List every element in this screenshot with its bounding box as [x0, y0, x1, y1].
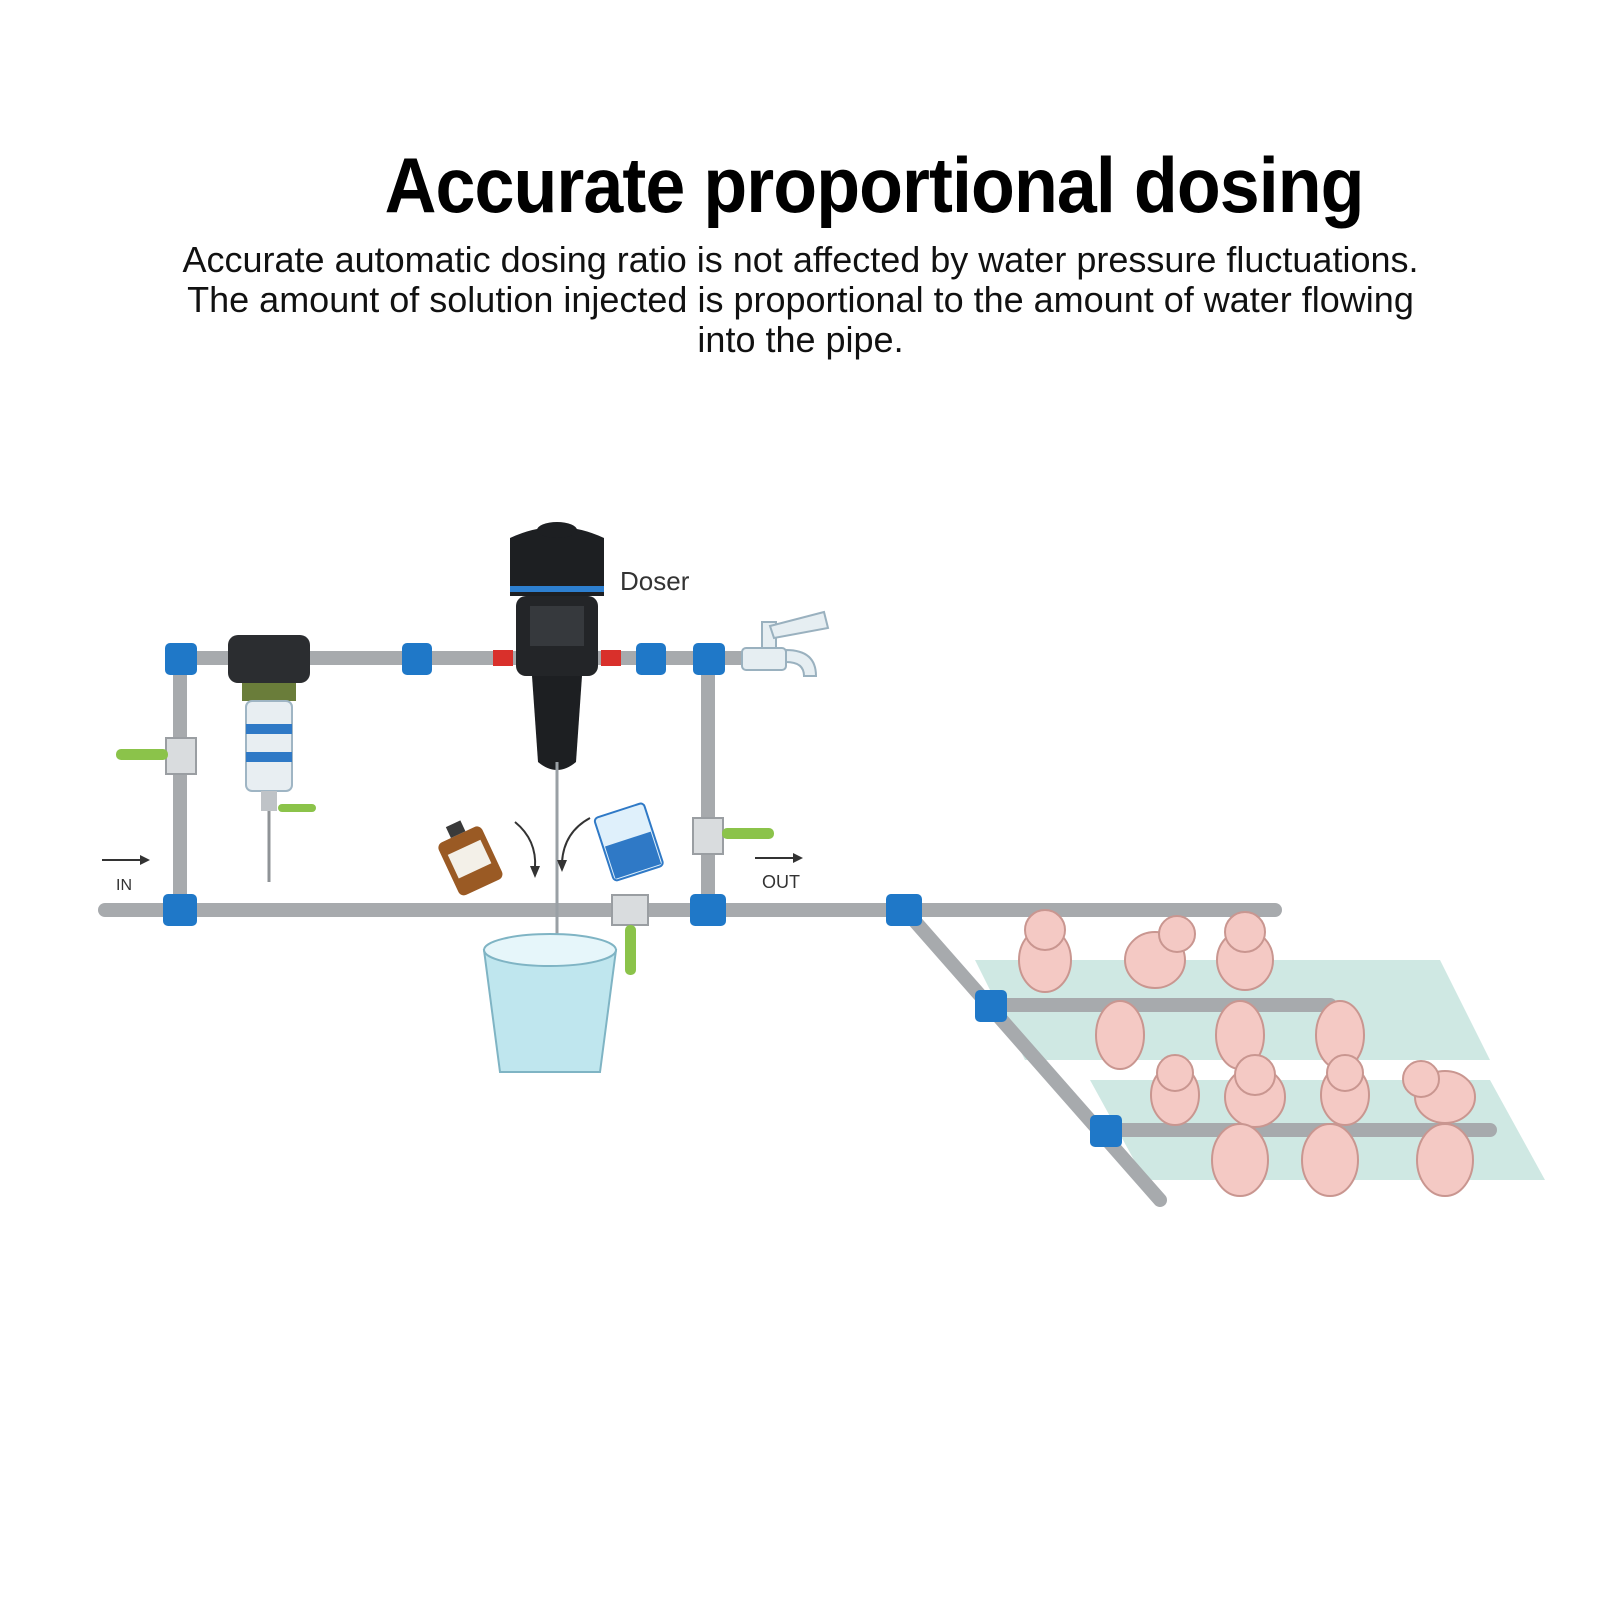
- outlet-label: OUT: [762, 872, 800, 892]
- faucet-icon: [741, 610, 830, 677]
- pig-icon: [1416, 1123, 1474, 1197]
- valve-right: [692, 817, 774, 855]
- description-line-1: Accurate automatic dosing ratio is not a…: [182, 239, 1419, 280]
- pig-icon: [1216, 911, 1274, 991]
- chemical-bottle-icon: [438, 820, 503, 896]
- description-line-3: into the pipe.: [697, 319, 904, 360]
- pig-icon: [1320, 1054, 1370, 1126]
- pig-icon: [1224, 1054, 1286, 1128]
- flow-out-arrow-icon: [755, 853, 803, 863]
- valve-left: [116, 737, 197, 775]
- pipe-fittings: [163, 643, 1122, 1147]
- page-title: Accurate proportional dosing: [384, 141, 1365, 229]
- description-text: Accurate automatic dosing ratio is not a…: [40, 240, 1561, 360]
- pig-icon: [1301, 1123, 1359, 1197]
- doser-icon: [493, 522, 621, 955]
- inlet-label: IN: [116, 877, 132, 894]
- pig-icon: [1124, 915, 1196, 989]
- bucket-icon: [482, 933, 618, 1073]
- pour-arrow-left-icon: [514, 821, 537, 869]
- filter-unit: [228, 635, 316, 882]
- pig-icon: [1402, 1060, 1476, 1124]
- pig-group: [1018, 909, 1476, 1197]
- description-line-2: The amount of solution injected is propo…: [187, 279, 1414, 320]
- measuring-jug-icon: [593, 802, 664, 882]
- pour-arrow-right-icon: [561, 817, 591, 863]
- flow-in-arrow-icon: [102, 855, 150, 865]
- pig-icon: [1150, 1054, 1200, 1126]
- dosing-system-diagram: Doser IN OUT: [98, 522, 1545, 1207]
- arrowhead-left: [530, 866, 540, 878]
- pig-icon: [1211, 1123, 1269, 1197]
- arrowhead-right: [557, 860, 567, 872]
- pig-icon: [1018, 909, 1072, 993]
- doser-label: Doser: [620, 566, 690, 596]
- pig-icon: [1095, 1000, 1145, 1070]
- valve-bottom: [611, 894, 649, 975]
